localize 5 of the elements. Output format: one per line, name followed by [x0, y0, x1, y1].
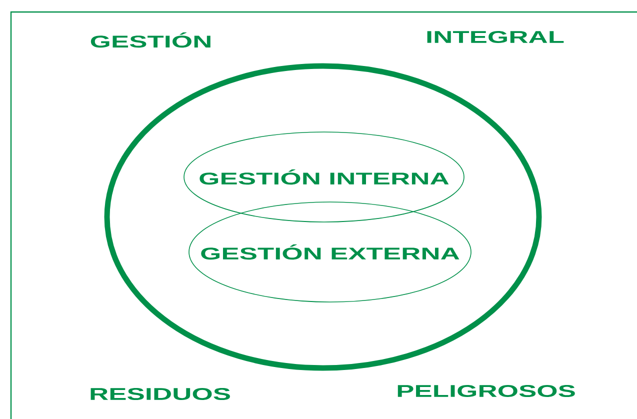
label: PELIGROSOS: [398, 384, 575, 397]
label: INTEGRAL: [427, 30, 564, 44]
label: RESIDUOS: [90, 388, 230, 400]
circle: [104, 63, 542, 371]
label: GESTIÓN: [90, 32, 210, 48]
